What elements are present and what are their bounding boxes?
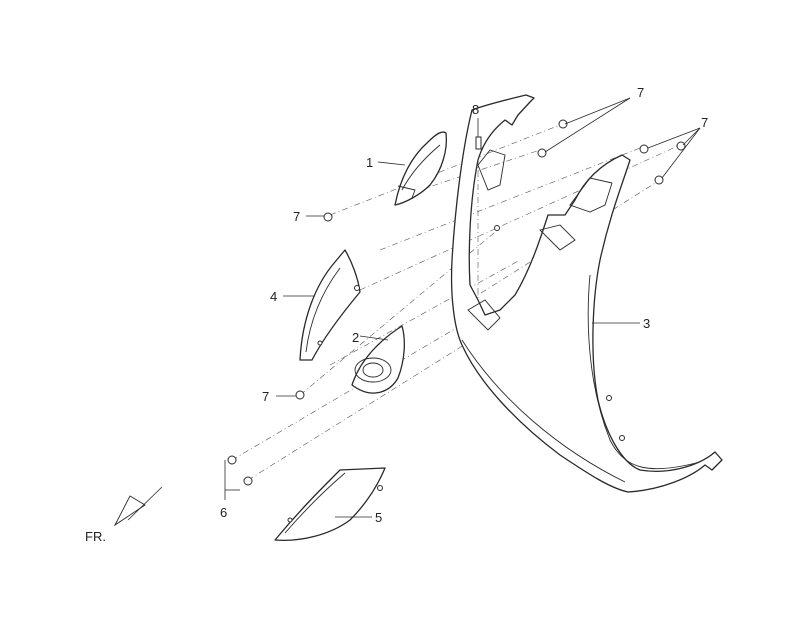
screws-part-7: [295, 119, 686, 400]
part-6-bolts: [224, 455, 253, 500]
part-3-front-cover: [450, 94, 723, 493]
front-indicator-label: FR.: [85, 529, 106, 544]
callout-3: 3: [643, 316, 650, 331]
callout-1: 1: [366, 155, 373, 170]
part-4-side-cover: [299, 249, 361, 361]
callout-5: 5: [375, 510, 382, 525]
callout-7-right: 7: [701, 115, 708, 130]
callout-2: 2: [352, 330, 359, 345]
front-direction-arrow-icon: [113, 486, 163, 527]
callout-4: 4: [270, 289, 277, 304]
part-8-pin: [475, 118, 482, 150]
callout-7-left-lower: 7: [262, 389, 269, 404]
part-1-upper-cover: [394, 131, 448, 206]
callout-7-top: 7: [637, 85, 644, 100]
callout-8: 8: [472, 102, 479, 117]
callout-7-left-upper: 7: [293, 209, 300, 224]
part-5-lower-cover: [274, 467, 386, 541]
leader-lines: [276, 97, 701, 518]
callout-6: 6: [220, 505, 227, 520]
part-2-lamp-housing: [351, 325, 405, 394]
